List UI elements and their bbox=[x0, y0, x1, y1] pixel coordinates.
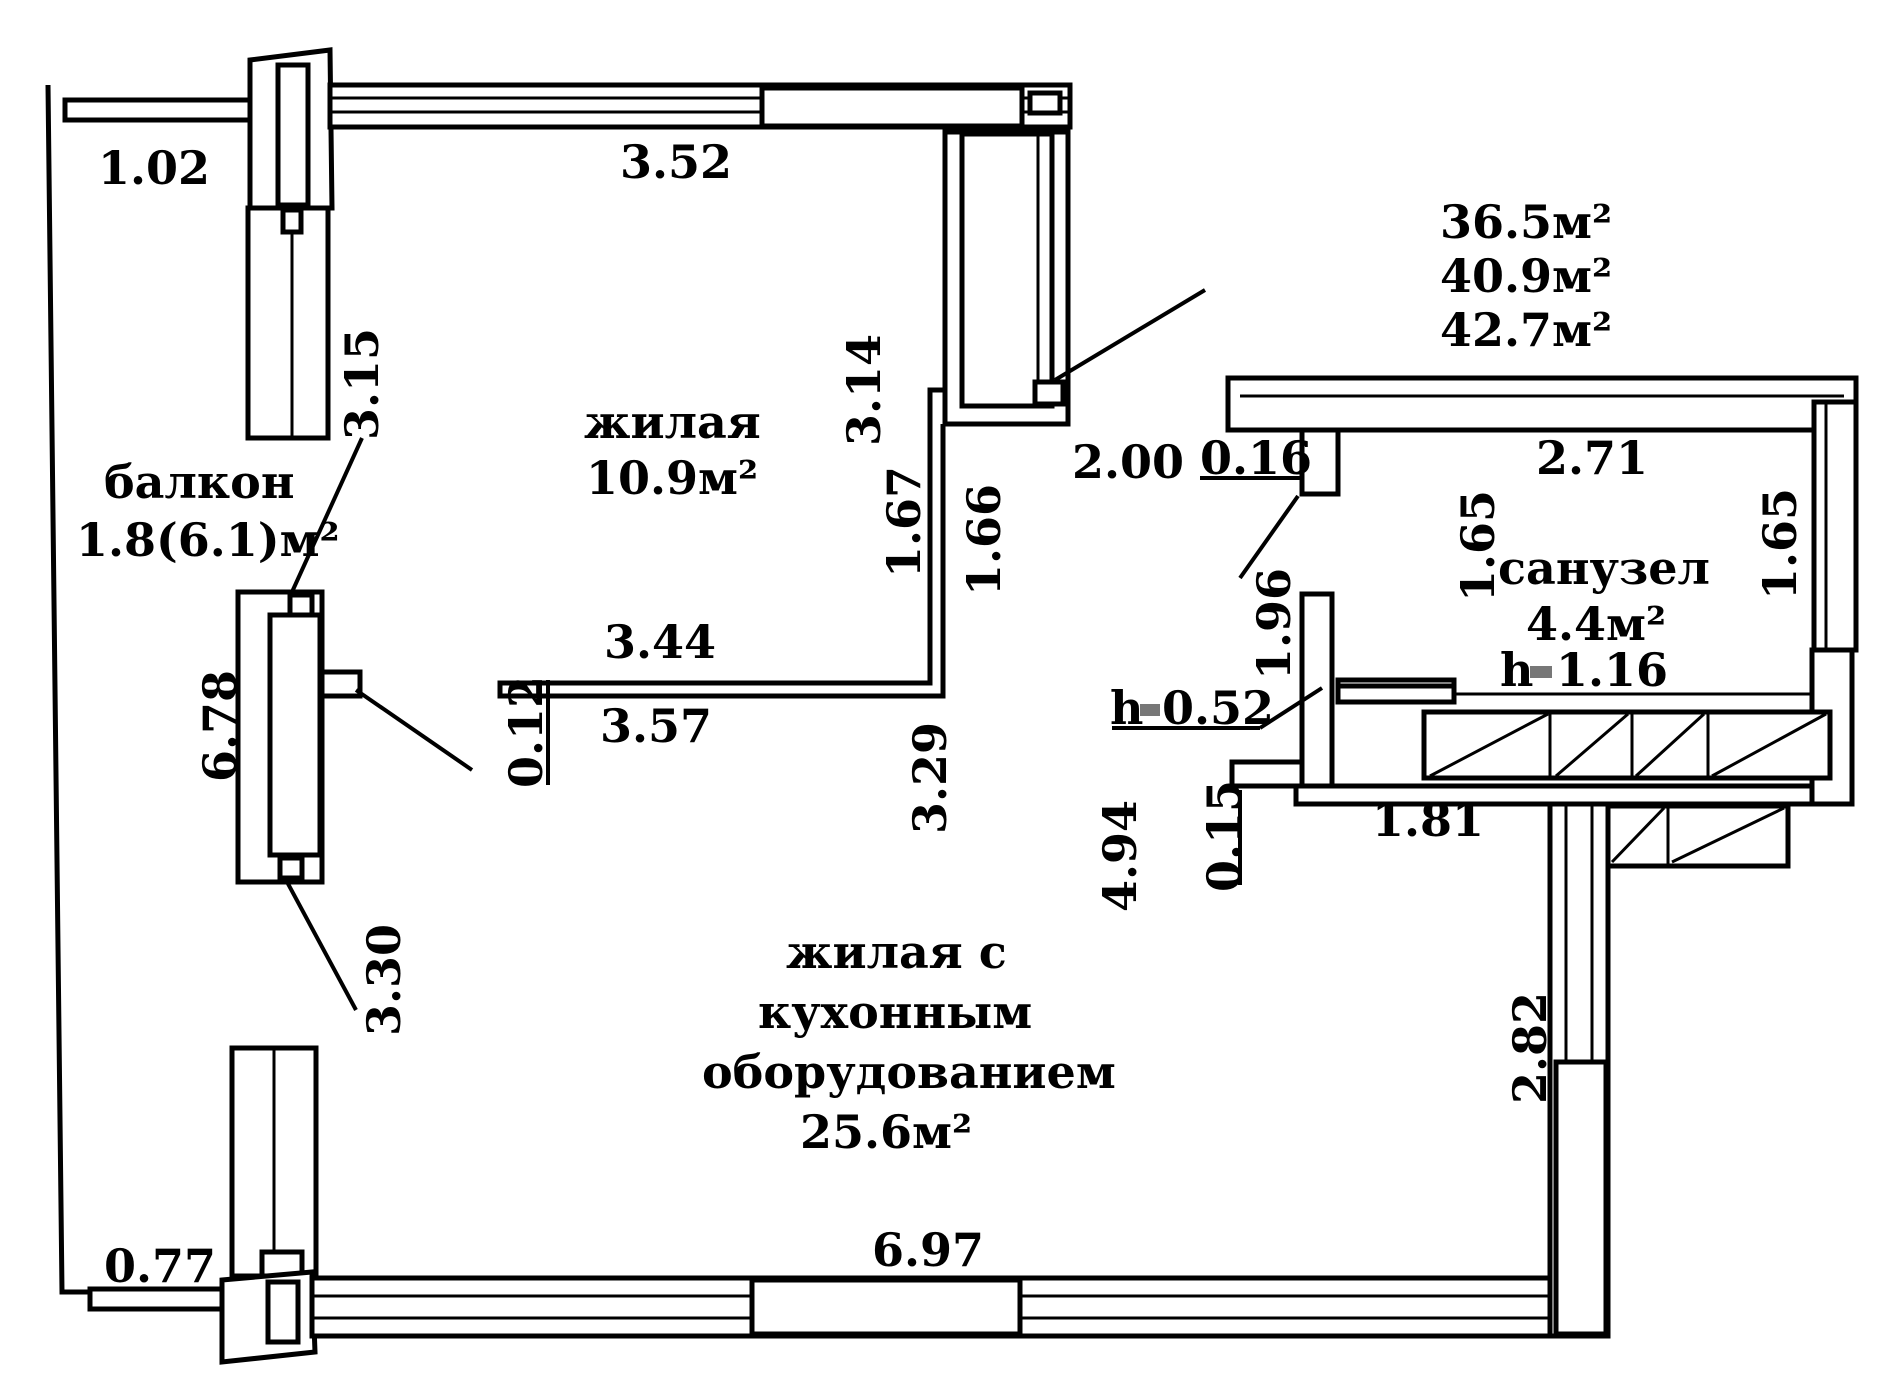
kitchen-room-line2: кухонным bbox=[758, 985, 1032, 1039]
dim-6-78: 6.78 bbox=[193, 670, 247, 782]
height-prefix-2: h bbox=[1500, 643, 1533, 697]
dim-2-82: 2.82 bbox=[1503, 992, 1557, 1104]
dim-1-81: 1.81 bbox=[1372, 793, 1484, 847]
dim-1-02: 1.02 bbox=[98, 141, 210, 195]
height-value-116: 1.16 bbox=[1556, 643, 1668, 697]
dim-3-44: 3.44 bbox=[604, 615, 716, 669]
top-left-pier bbox=[245, 47, 335, 441]
dim-1-66: 1.66 bbox=[957, 484, 1011, 596]
interior-partition bbox=[497, 387, 948, 699]
bottom-wall bbox=[309, 1275, 1557, 1339]
total-area-1: 36.5м² bbox=[1440, 195, 1612, 249]
bathroom-area: 4.4м² bbox=[1526, 597, 1666, 651]
dim-3-30: 3.30 bbox=[357, 924, 411, 1036]
bathroom-duct bbox=[1335, 677, 1833, 869]
leader-lines bbox=[284, 437, 1324, 1011]
dim-3-52: 3.52 bbox=[620, 135, 732, 189]
bottom-left-pier bbox=[219, 1045, 319, 1365]
dim-1-67: 1.67 bbox=[877, 466, 931, 578]
dim-3-29: 3.29 bbox=[903, 722, 957, 834]
total-area-3: 42.7м² bbox=[1440, 303, 1612, 357]
kitchen-room-area: 25.6м² bbox=[800, 1105, 972, 1159]
top-room-right-wall bbox=[942, 129, 1207, 427]
height-label-116: h 1.16 bbox=[1500, 643, 1668, 697]
dim-0-77: 0.77 bbox=[104, 1239, 216, 1293]
kitchen-room-line3: оборудованием bbox=[702, 1045, 1116, 1099]
height-label-052: h 0.52 bbox=[1110, 681, 1274, 735]
dim-1-96: 1.96 bbox=[1247, 568, 1301, 680]
dim-0-12: 0.12 bbox=[499, 676, 553, 788]
living-room-area: 10.9м² bbox=[586, 451, 758, 505]
dim-2-00: 2.00 bbox=[1072, 435, 1184, 489]
living-room-name: жилая bbox=[584, 395, 761, 449]
dim-0-16: 0.16 bbox=[1200, 431, 1312, 485]
dim-1-65-right: 1.65 bbox=[1753, 488, 1807, 600]
dim-4-94: 4.94 bbox=[1093, 800, 1147, 912]
dim-3-15: 3.15 bbox=[335, 328, 389, 440]
height-value-052: 0.52 bbox=[1162, 681, 1274, 735]
dim-2-71: 2.71 bbox=[1536, 431, 1648, 485]
dim-3-14: 3.14 bbox=[837, 334, 891, 446]
kitchen-room-line1: жилая с bbox=[786, 925, 1007, 979]
top-wall bbox=[327, 82, 1073, 130]
dim-0-15: 0.15 bbox=[1197, 780, 1251, 892]
dim-6-97: 6.97 bbox=[872, 1223, 984, 1277]
left-middle-pier bbox=[235, 589, 474, 885]
height-marker-1 bbox=[1140, 704, 1160, 716]
height-prefix-1: h bbox=[1110, 681, 1143, 735]
dim-1-65-left: 1.65 bbox=[1451, 490, 1505, 602]
dim-3-57: 3.57 bbox=[600, 699, 712, 753]
right-exterior-wall bbox=[1547, 783, 1611, 1339]
balcony-name: балкон bbox=[104, 455, 295, 509]
balcony-area: 1.8(6.1)м² bbox=[76, 513, 340, 567]
total-area-2: 40.9м² bbox=[1440, 249, 1612, 303]
height-marker-2 bbox=[1530, 666, 1552, 678]
bathroom-name: санузел bbox=[1498, 541, 1710, 595]
